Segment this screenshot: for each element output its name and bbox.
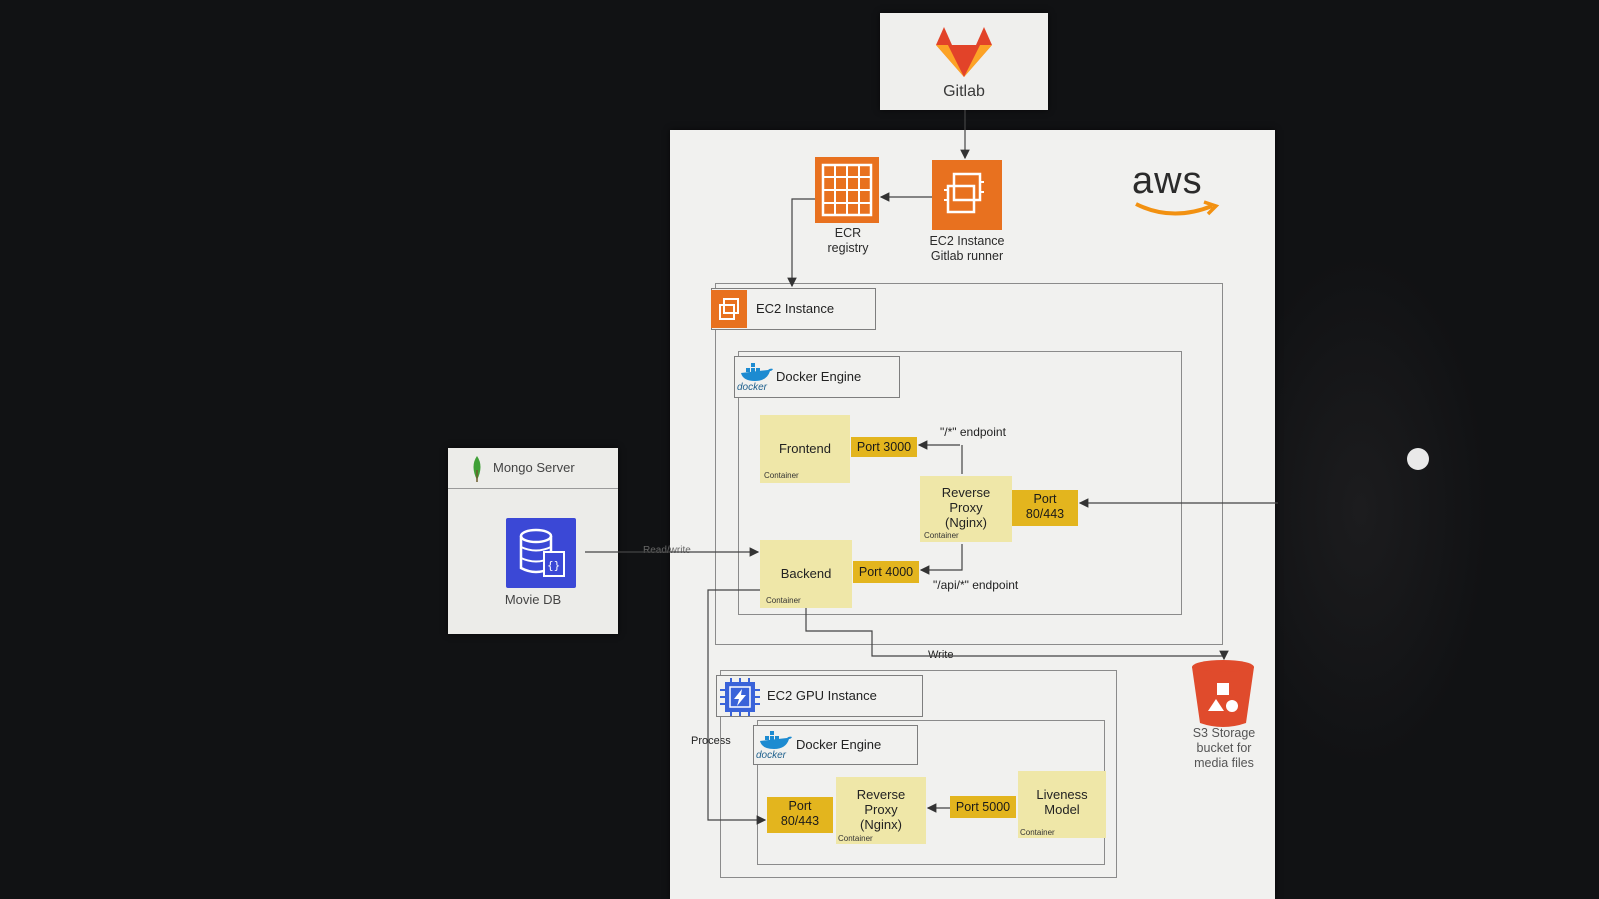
port-80-443-2-line1: Port (788, 799, 812, 813)
ec2-runner-label-line1: EC2 Instance (929, 234, 1005, 248)
ec2-runner-label: EC2 Instance Gitlab runner (917, 234, 1017, 264)
svg-text:{}: {} (547, 559, 560, 572)
ec2-instance-header[interactable]: EC2 Instance (711, 288, 876, 330)
read-write-label: Read/write (643, 545, 691, 556)
movie-db-icon[interactable]: {} (506, 518, 576, 588)
ecr-label-line1: ECR (834, 226, 862, 240)
port-80-443-1: Port 80/443 (1012, 490, 1078, 526)
docker-engine-2-label: Docker Engine (796, 737, 882, 752)
aws-logo: aws (1132, 160, 1222, 230)
docker-engine-2-header[interactable]: docker Docker Engine (753, 725, 918, 765)
ec2-runner-label-line2: Gitlab runner (930, 249, 1004, 263)
root-endpoint-label: "/*" endpoint (940, 425, 1006, 439)
port-80-443-2-line2: 80/443 (780, 814, 820, 828)
mongodb-leaf-icon (473, 456, 481, 482)
api-endpoint-label: "/api/*" endpoint (933, 578, 1019, 592)
backend-container[interactable]: Backend Container (760, 540, 852, 608)
reverse-proxy-2-line2: Proxy (864, 802, 898, 817)
liveness-model-container[interactable]: Liveness Model Container (1018, 771, 1106, 838)
proxy-to-backend-arrow (919, 544, 963, 575)
port-80-443-1-line1: Port (1033, 492, 1057, 506)
mongo-server-title: Mongo Server (493, 460, 575, 475)
mongo-server-node[interactable]: Mongo Server {} Movie DB (448, 448, 618, 634)
mongo-server-header: Mongo Server (448, 448, 618, 489)
liveness-tag: Container (1020, 828, 1055, 837)
ec2-instance-label: EC2 Instance (756, 301, 835, 316)
s3-label-line3: media files (1194, 756, 1254, 770)
write-label: Write (928, 649, 954, 661)
backend-label: Backend (780, 566, 832, 581)
frontend-tag: Container (764, 471, 799, 480)
frontend-container[interactable]: Frontend Container (760, 415, 850, 483)
port-80-443-1-line2: 80/443 (1025, 507, 1065, 521)
docker-whale-icon-2 (760, 731, 792, 749)
reverse-proxy-2-line1: Reverse (856, 787, 906, 802)
docker-logo-text: docker (737, 382, 768, 393)
database-icon: {} (519, 528, 565, 577)
reverse-proxy-1-line1: Reverse (941, 485, 991, 500)
ec2-instance-group (715, 283, 1223, 645)
process-arrow (707, 589, 767, 825)
ecr-label: ECR registry (812, 226, 884, 256)
gitlab-label: Gitlab (943, 83, 985, 100)
gitlab-icon (936, 27, 992, 77)
ec2-gpu-header[interactable]: EC2 GPU Instance (716, 675, 923, 717)
liveness-line2: Model (1044, 802, 1080, 817)
port-4000: Port 4000 (853, 561, 919, 583)
aws-smile-icon (1135, 200, 1220, 216)
screen-dot (1407, 448, 1429, 470)
reverse-proxy-2-line3: (Nginx) (860, 817, 902, 832)
s3-label-line1: S3 Storage (1192, 726, 1256, 740)
aws-logo-text: aws (1132, 160, 1203, 202)
gpu-chip-icon (720, 678, 760, 716)
docker-logo-text-2: docker (756, 750, 787, 761)
liveness-line1: Liveness (1036, 787, 1088, 802)
reverse-proxy-1-container[interactable]: Reverse Proxy (Nginx) Container (920, 476, 1012, 542)
frontend-label: Frontend (778, 441, 832, 456)
ecr-label-line2: registry (827, 241, 869, 255)
gitlab-node[interactable]: Gitlab (880, 13, 1048, 110)
reverse-proxy-1-line3: (Nginx) (945, 515, 987, 530)
backend-tag: Container (766, 596, 801, 605)
reverse-proxy-2-tag: Container (838, 834, 873, 843)
reverse-proxy-1-tag: Container (924, 531, 959, 540)
docker-engine-1-header[interactable]: docker Docker Engine (734, 356, 900, 398)
s3-label-line2: bucket for (1196, 741, 1252, 755)
port-80-443-2: Port 80/443 (767, 797, 833, 833)
s3-bucket-icon[interactable] (1190, 659, 1256, 729)
docker-engine-1-group (738, 351, 1182, 615)
ec2-gpu-label: EC2 GPU Instance (767, 688, 877, 703)
ec2-instance-icon (711, 290, 747, 328)
port-5000: Port 5000 (950, 796, 1016, 818)
ec2-gpu-group (720, 670, 1117, 878)
docker-engine-1-label: Docker Engine (776, 369, 862, 384)
port-3000: Port 3000 (851, 437, 917, 457)
movie-db-label: Movie DB (504, 592, 562, 607)
ecr-registry-icon[interactable] (815, 157, 879, 223)
backend-to-s3-write-arrow (805, 608, 1229, 661)
docker-whale-icon (741, 363, 773, 381)
ecr-to-ec2-arrow (787, 198, 815, 288)
reverse-proxy-1-line2: Proxy (949, 500, 983, 515)
reverse-proxy-2-container[interactable]: Reverse Proxy (Nginx) Container (836, 777, 926, 844)
s3-label: S3 Storage bucket for media files (1180, 726, 1268, 771)
ec2-runner-icon[interactable] (932, 160, 1002, 230)
